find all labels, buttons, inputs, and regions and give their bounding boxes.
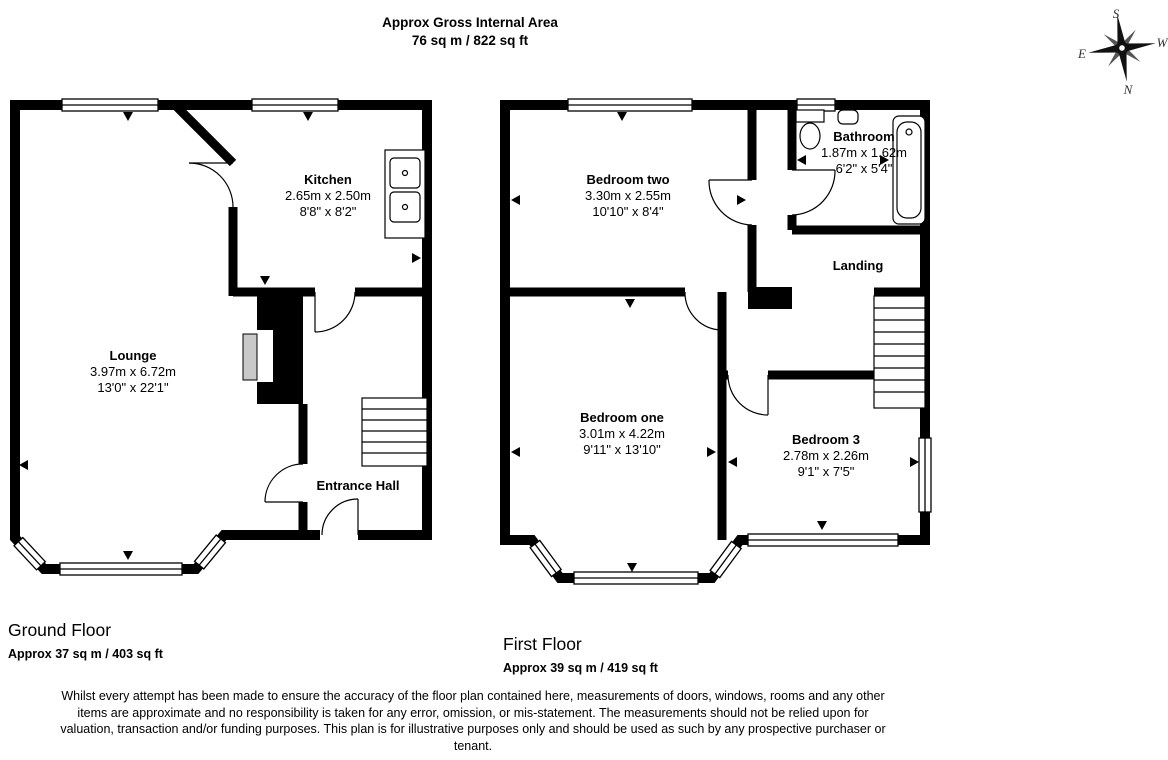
gross-internal-area-header: Approx Gross Internal Area 76 sq m / 822… — [382, 14, 558, 50]
ff-bathtub — [892, 115, 926, 225]
room-name: Entrance Hall — [316, 478, 400, 493]
compass-north-label: N — [1123, 82, 1134, 97]
gf-stairs — [361, 397, 428, 467]
first-floor-plan — [500, 98, 932, 585]
header-title: Approx Gross Internal Area — [382, 15, 558, 30]
room-dims-imperial: 10'10" x 8'4" — [592, 204, 664, 219]
room-label-bedroom-one: Bedroom one 3.01m x 4.22m 9'11" x 13'10" — [579, 410, 665, 458]
ff-interior-walls — [505, 105, 925, 540]
room-dims-metric: 1.87m x 1.62m — [821, 145, 907, 160]
header-subtitle: 76 sq m / 822 sq ft — [411, 33, 529, 48]
room-label-bathroom: Bathroom 1.87m x 1.62m 6'2" x 5'4" — [821, 129, 907, 177]
compass-south-label: S — [1113, 6, 1120, 21]
gf-windows — [13, 98, 339, 576]
gf-measure-markers — [19, 112, 421, 560]
room-name: Lounge — [109, 348, 157, 363]
room-dims-metric: 3.01m x 4.22m — [579, 426, 665, 441]
room-dims-metric: 3.30m x 2.55m — [585, 188, 671, 203]
room-dims-imperial: 9'1" x 7'5" — [797, 464, 855, 479]
ff-doors — [684, 169, 836, 416]
room-name: Bedroom two — [586, 172, 670, 187]
disclaimer-text: Whilst every attempt has been made to en… — [60, 689, 886, 753]
compass-icon: S N E W — [1077, 6, 1168, 97]
ff-toilet — [795, 109, 825, 150]
room-dims-imperial: 9'11" x 13'10" — [583, 442, 661, 457]
room-name: Kitchen — [304, 172, 352, 187]
room-label-landing: Landing — [833, 258, 884, 274]
room-label-lounge: Lounge 3.97m x 6.72m 13'0" x 22'1" — [90, 348, 176, 396]
room-label-kitchen: Kitchen 2.65m x 2.50m 8'8" x 8'2" — [285, 172, 371, 220]
ground-floor-plan — [10, 98, 432, 576]
first-floor-area: Approx 39 sq m / 419 sq ft — [503, 661, 658, 675]
room-name: Bedroom one — [580, 410, 664, 425]
gf-kitchen-sink — [384, 149, 426, 239]
room-dims-imperial: 13'0" x 22'1" — [97, 380, 169, 395]
compass-west-label: W — [1157, 35, 1168, 50]
gf-interior-walls — [173, 103, 427, 535]
ground-floor-title: Ground Floor — [8, 620, 112, 640]
ff-outer-walls — [500, 100, 930, 583]
first-floor-title: First Floor — [503, 634, 582, 654]
room-label-bedroom-two: Bedroom two 3.30m x 2.55m 10'10" x 8'4" — [585, 172, 671, 220]
ff-stairs — [873, 295, 926, 409]
room-label-bedroom-three: Bedroom 3 2.78m x 2.26m 9'1" x 7'5" — [783, 432, 869, 480]
compass-east-label: E — [1077, 46, 1086, 61]
ff-wall-stub — [748, 287, 792, 309]
room-dims-imperial: 8'8" x 8'2" — [299, 204, 357, 219]
room-name: Bathroom — [833, 129, 895, 144]
room-name: Bedroom 3 — [792, 432, 860, 447]
room-dims-metric: 2.65m x 2.50m — [285, 188, 371, 203]
room-name: Landing — [832, 258, 884, 273]
ff-windows — [529, 98, 932, 585]
room-label-entrance-hall: Entrance Hall — [316, 478, 399, 494]
room-dims-metric: 3.97m x 6.72m — [90, 364, 176, 379]
room-dims-imperial: 6'2" x 5'4" — [835, 161, 893, 176]
gf-chimney-breast — [242, 292, 303, 404]
room-dims-metric: 2.78m x 2.26m — [783, 448, 869, 463]
ff-basin — [837, 109, 859, 125]
ff-measure-markers — [511, 112, 919, 572]
ground-floor-area: Approx 37 sq m / 403 sq ft — [8, 647, 163, 661]
gf-doors — [188, 162, 359, 542]
